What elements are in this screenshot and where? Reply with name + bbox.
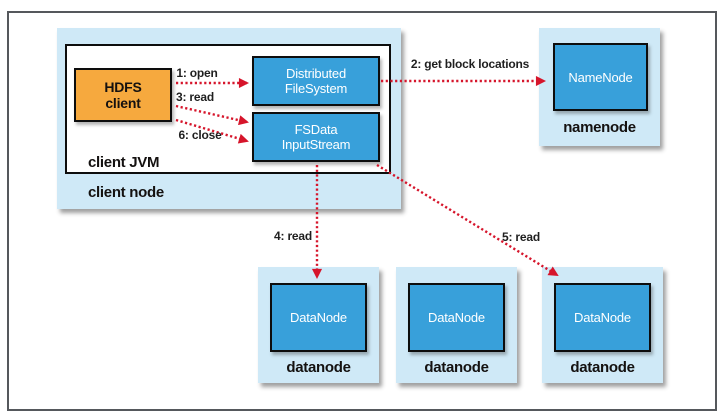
datanode-box-1: DataNode [270,283,367,352]
namenode-box-label: NameNode [568,69,633,85]
arrow-5-label: 5: read [502,230,540,244]
datanode-box-3: DataNode [554,283,651,352]
arrow-2-label: 2: get block locations [410,57,530,71]
arrow-4-label: 4: read [274,229,312,243]
hdfs-client-box: HDFS client [74,68,172,122]
datanode-box-3-label: DataNode [574,310,631,325]
client-jvm-caption: client JVM [88,154,160,171]
namenode-box: NameNode [553,43,648,111]
distributed-filesystem-label-line2: FileSystem [284,81,348,96]
client-node-caption: client node [88,184,164,201]
arrow-3-label: 3: read [176,90,214,104]
fsdata-inputstream-label-line2: InputStream [281,137,351,152]
datanode-box-1-label: DataNode [290,310,347,325]
fsdata-inputstream-box: FSData InputStream [252,112,380,162]
arrow-6-label: 6: close [178,128,222,142]
hdfs-client-label-line1: HDFS [104,79,142,95]
distributed-filesystem-box: Distributed FileSystem [252,56,380,106]
fsdata-inputstream-label-line1: FSData [294,122,338,137]
datanode-caption-3: datanode [570,359,635,376]
datanode-caption-1: datanode [286,359,351,376]
distributed-filesystem-label-line1: Distributed [286,66,346,81]
datanode-box-2-label: DataNode [428,310,485,325]
datanode-caption-2: datanode [424,359,489,376]
hdfs-client-label-line2: client [105,95,141,111]
namenode-caption: namenode [563,119,636,136]
arrow-1-label: 1: open [176,66,218,80]
datanode-box-2: DataNode [408,283,505,352]
